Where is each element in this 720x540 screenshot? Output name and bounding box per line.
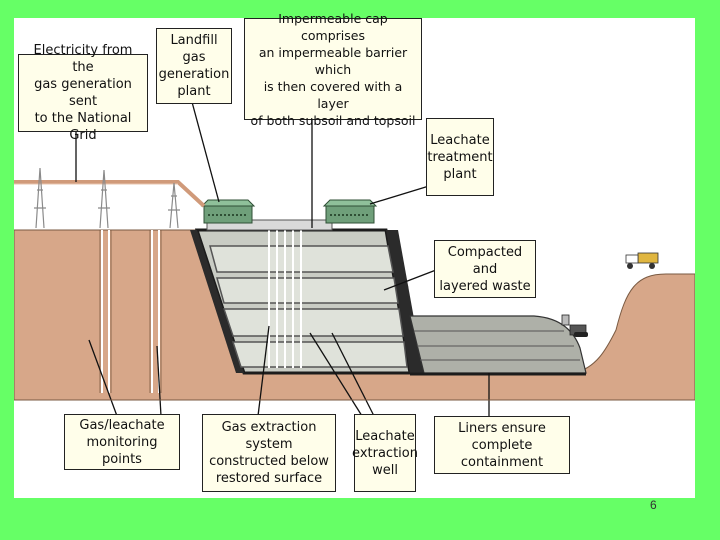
monitoring-borehole-edges xyxy=(99,230,162,393)
slide: Electricity from the gas generation sent… xyxy=(14,11,695,498)
outer-liner xyxy=(386,230,424,374)
gas-plant-building xyxy=(200,199,256,224)
page-number: 6 xyxy=(650,498,657,512)
leachate-plant-building xyxy=(322,199,378,224)
callout-leachate-extraction-well: Leachate extraction well xyxy=(352,414,418,492)
callout-monitoring-points: Gas/leachate monitoring points xyxy=(64,414,180,470)
callout-gas-extraction-system: Gas extraction system constructed below … xyxy=(202,414,336,492)
pipe-manifold xyxy=(206,219,333,231)
callout-impermeable-cap: Impermeable cap comprises an impermeable… xyxy=(244,11,422,128)
monitoring-boreholes xyxy=(101,230,160,393)
active-cell xyxy=(409,315,587,374)
active-cell-layers xyxy=(414,330,580,361)
callout-compacted-waste: Compacted and layered waste xyxy=(434,240,536,298)
outer-liner-left xyxy=(190,230,244,373)
power-line xyxy=(14,180,206,208)
leader-lines xyxy=(75,101,490,417)
callout-gas-generation-plant: Landfill gas generation plant xyxy=(156,28,232,104)
callout-leachate-treatment-plant: Leachate treatment plant xyxy=(426,118,494,196)
callout-electricity: Electricity from the gas generation sent… xyxy=(18,43,148,143)
electricity-pylon-icon xyxy=(34,167,46,229)
gas-extraction-pipes xyxy=(268,221,302,368)
electricity-pylon-icon xyxy=(168,182,180,229)
callout-liners: Liners ensure complete containment xyxy=(434,416,570,474)
electricity-pylon-icon xyxy=(98,169,110,229)
bulldozer-icon xyxy=(561,314,588,337)
dump-truck-icon xyxy=(625,252,659,269)
